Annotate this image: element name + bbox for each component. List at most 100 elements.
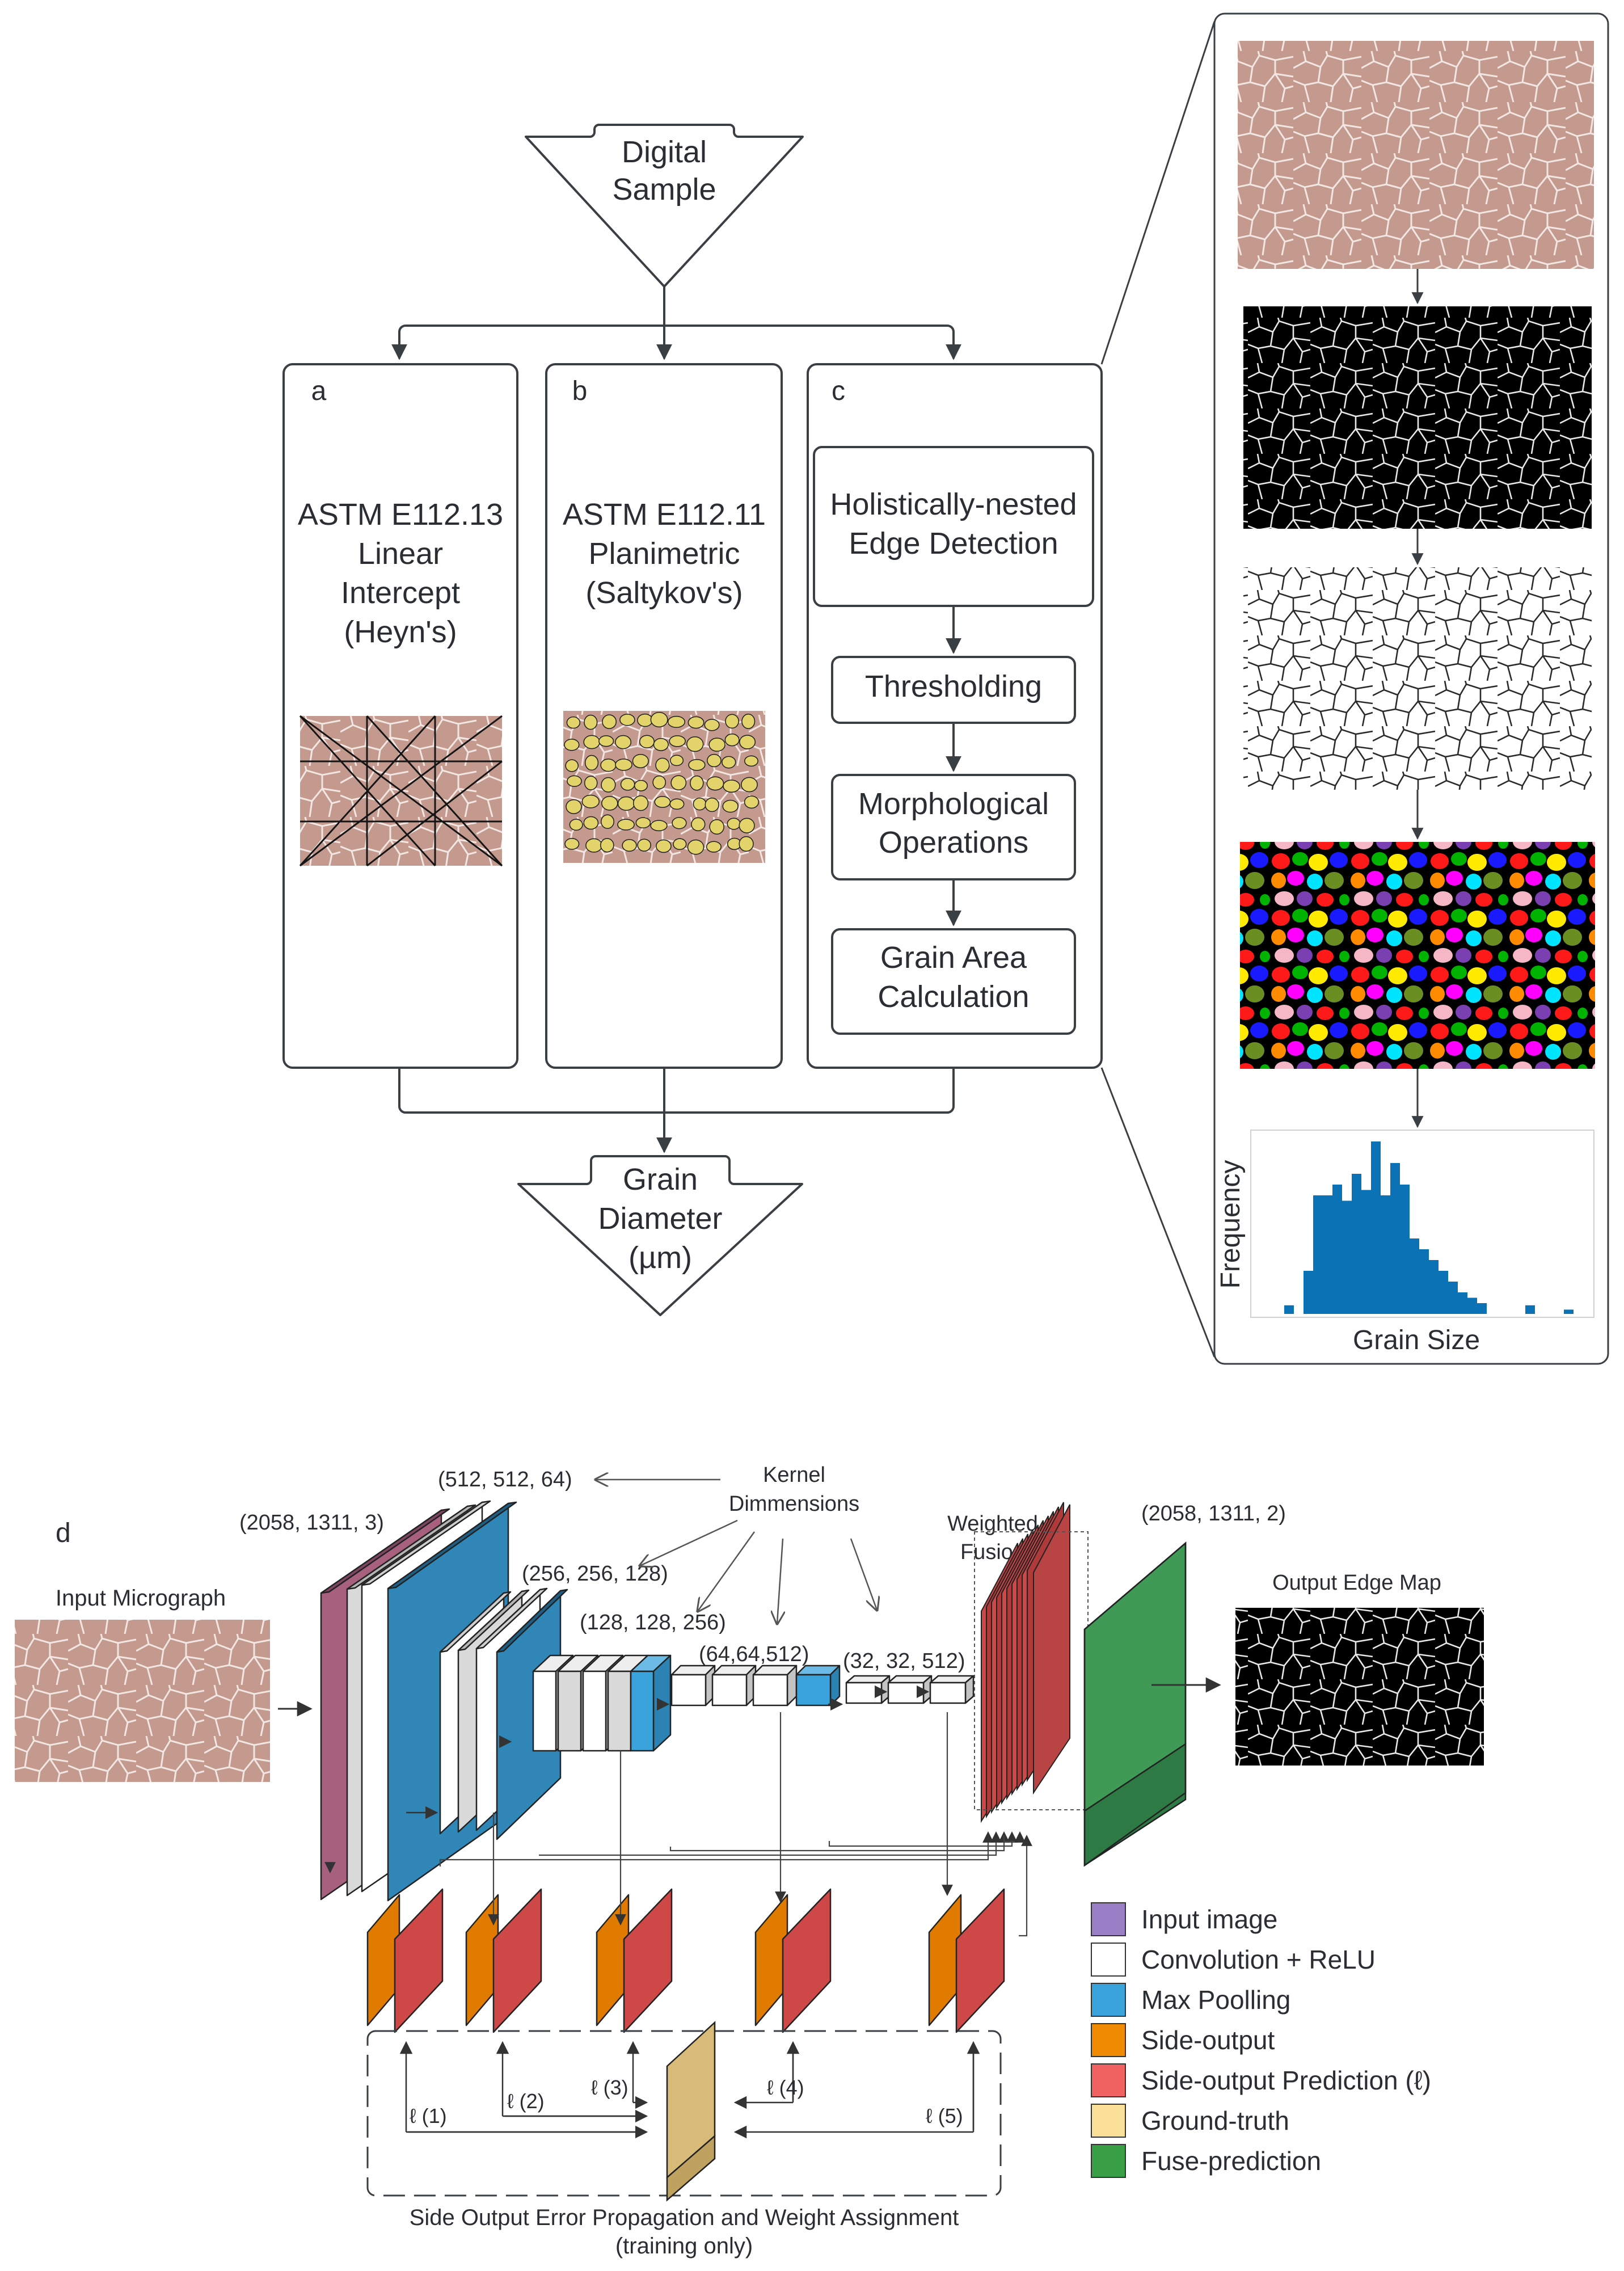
panel-a-line-4: (Heyn's) [344,615,457,649]
side-output-prediction-layer [782,1888,832,2033]
planimetric-grain-marker [652,775,667,790]
layer-face [532,1670,557,1752]
fusion-connector [669,1831,1010,1852]
step-area-box [831,928,1076,1035]
network-diagram: d Input Micrograph (2058, 1311, 3) (512,… [15,1463,1484,2259]
start-triangle [525,124,804,288]
panel-a-image [299,715,503,867]
planimetric-grain-marker [704,719,720,731]
planimetric-grain-marker [634,780,648,791]
planimetric-grain-marker [585,838,602,853]
planimetric-grain-marker [598,735,614,747]
fusion-stack [981,1502,1070,1823]
planimetric-grain-marker [601,796,618,811]
planimetric-grain-marker [690,775,704,791]
planimetric-grain-marker [686,736,704,752]
network-letter: d [56,1518,71,1548]
histogram-bar [1564,1309,1574,1314]
histogram-bar [1361,1190,1371,1314]
histogram-bar [1323,1195,1332,1314]
histogram-bar [1439,1271,1448,1314]
loss-1: ℓ (1) [410,2104,447,2127]
planimetric-grain-marker [744,755,758,767]
planimetric-grain-marker [600,838,614,853]
layer-face [711,1674,748,1707]
side-output-prediction-layer [492,1888,542,2033]
fuse-prediction-plane [1083,1541,1187,1867]
histogram-bar [1448,1282,1458,1314]
panel-c-letter: c [832,376,845,406]
planimetric-grain-marker [705,797,719,812]
legend-swatch [1091,2144,1126,2178]
planimetric-grain-marker [584,776,598,790]
step-area-line-2: Calculation [878,980,1029,1014]
planimetric-grain-marker [739,735,756,749]
planimetric-grain-marker [723,780,740,793]
planimetric-grain-marker [581,794,600,808]
legend-label: Fuse-prediction [1141,2146,1321,2176]
end-triangle [517,1155,803,1316]
planimetric-grain-marker [600,814,614,829]
pipeline-panel [1213,12,1609,1365]
histogram-bar [1304,1271,1313,1314]
step-hed-line-1: Holistically-nested [830,487,1077,521]
caption-line-1: Side Output Error Propagation and Weight… [410,2205,959,2230]
planimetric-grain-marker [688,759,706,771]
planimetric-grain-marker [565,759,579,772]
start-label-1: Digital [622,135,707,169]
planimetric-grain-marker [670,775,687,791]
caption-line-2: (training only) [615,2234,753,2259]
input-micrograph-image [15,1620,270,1782]
loss-3: ℓ (3) [591,2076,628,2099]
planimetric-grain-marker [687,839,705,855]
training-region [366,2030,1002,2197]
planimetric-grain-marker [656,839,672,853]
panel-a-line-1: ASTM E112.13 [298,498,503,532]
histogram-bar [1342,1200,1352,1314]
fusion-connector [1019,1835,1032,1937]
layer-face [929,1682,967,1704]
planimetric-grain-marker [687,716,705,729]
fusion-label-1: Weighted [947,1512,1038,1536]
planimetric-grain-marker [601,777,616,793]
panel-b-line-2: Planimetric [588,537,740,571]
planimetric-grain-marker [706,841,722,853]
layer-face [887,1682,925,1704]
legend-swatch [1091,1943,1126,1977]
layer-side [652,1654,672,1752]
planimetric-grain-marker [741,777,758,793]
planimetric-grain-marker [569,819,583,831]
legend-label: Ground-truth [1141,2106,1289,2135]
panel-b-line-1: ASTM E112.11 [563,498,766,532]
dim-s3: (128, 128, 256) [580,1611,726,1634]
histogram-bar [1429,1260,1439,1314]
planimetric-grain-marker [567,775,582,787]
panel-b-image [563,711,765,863]
dim-s5: (32, 32, 512) [843,1649,965,1673]
side-output-prediction-layer [394,1888,444,2033]
planimetric-grain-marker [635,817,651,829]
planimetric-grain-marker [564,739,580,751]
planimetric-grain-marker [620,778,635,791]
planimetric-grain-marker [584,755,599,771]
planimetric-grain-marker [722,756,736,769]
planimetric-grain-marker [617,796,635,811]
flowchart [282,12,1609,1365]
planimetric-grain-marker [669,798,685,810]
panel-b-line-3: (Saltykov's) [585,576,743,610]
layer-face [630,1670,655,1752]
dim-output: (2058, 1311, 2) [1141,1502,1286,1526]
histogram-bar [1313,1195,1323,1314]
layer-face [670,1674,707,1707]
planimetric-grain-marker [615,759,632,771]
planimetric-grain-marker [707,753,722,768]
planimetric-grain-marker [566,799,582,814]
planimetric-grain-marker [709,819,724,835]
fusion-layer [1033,1504,1070,1795]
planimetric-grain-marker [706,776,724,791]
histogram-bar [1419,1249,1429,1314]
histogram-ylabel: Frequency [1216,1160,1246,1289]
layer-slab-top [457,1589,530,1651]
planimetric-grain-marker [693,797,707,811]
